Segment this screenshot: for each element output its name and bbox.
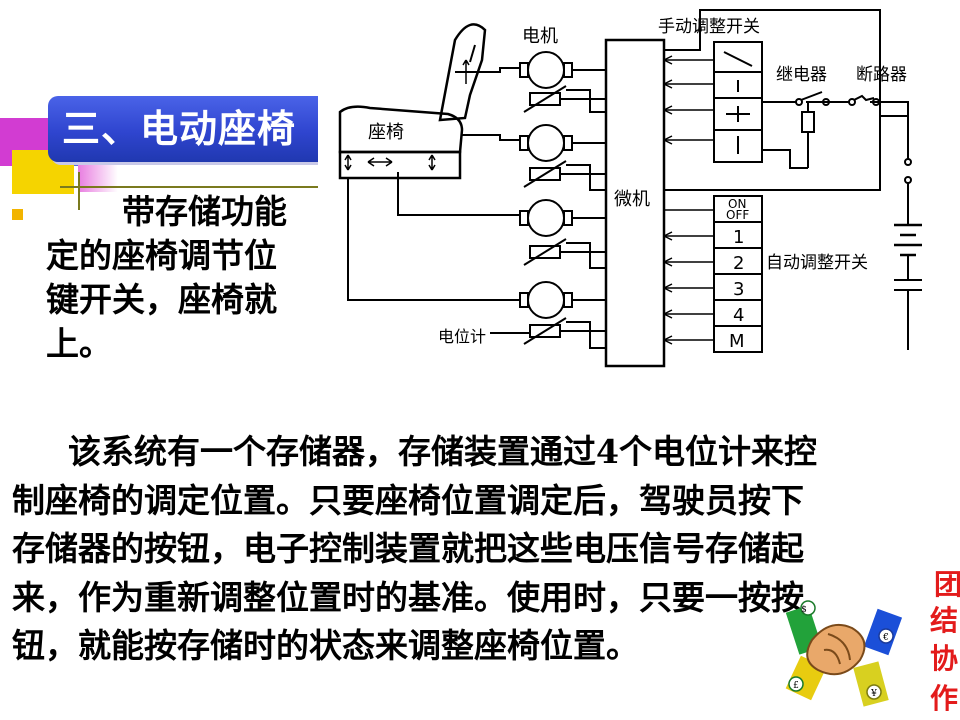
badge-dollar: $ <box>801 605 807 615</box>
deco-olive-hline <box>60 186 320 188</box>
auto-button-1: 1 <box>733 227 744 248</box>
hands-icon <box>785 600 903 707</box>
potentiometer-label: 电位计 <box>438 327 486 346</box>
intro-line: 键开关，座椅就 <box>46 280 277 319</box>
auto-button-on: ON <box>728 197 746 211</box>
intro-line: 上。 <box>46 324 112 363</box>
intro-line: 定的座椅调节位 <box>46 236 277 275</box>
body-line: 该系统有一个存储器，存储装置通过4个电位计来控 <box>68 432 817 471</box>
seat-label: 座椅 <box>368 122 404 143</box>
body-line: 钮，就能按存储时的状态来调整座椅位置。 <box>12 626 639 665</box>
potentiometer-icon <box>523 85 567 345</box>
badge-euro: € <box>882 633 889 643</box>
body-line: 存储器的按钮，电子控制装置就把这些电压信号存储起 <box>12 529 804 568</box>
logo-char: 作 <box>930 682 958 715</box>
auto-button-off: OFF <box>726 208 749 222</box>
deco-olive-vline <box>78 172 80 210</box>
slide-title: 三、电动座椅 <box>48 96 337 162</box>
intro-paragraph: 带存储功能 定的座椅调节位 键开关，座椅就 上。 <box>46 190 314 365</box>
auto-switch-label: 自动调整开关 <box>766 253 868 273</box>
breaker-label: 断路器 <box>856 65 907 85</box>
breaker-icon <box>853 94 875 102</box>
body-line: 来，作为重新调整位置时的基准。使用时，只要一按按 <box>12 577 804 617</box>
battery-icon <box>894 223 922 257</box>
logo-char: 团 <box>934 568 960 601</box>
badge-yen: ¥ <box>870 689 877 699</box>
manual-switch-label: 手动调整开关 <box>658 17 760 37</box>
microcomputer-label: 微机 <box>614 189 650 210</box>
auto-button-2: 2 <box>733 253 744 274</box>
logo-char: 协 <box>930 642 958 675</box>
auto-button-4: 4 <box>733 305 744 326</box>
body-line: 制座椅的调定位置。只要座椅位置调定后，驾驶员按下 <box>12 480 804 520</box>
seat-circuit-diagram: 座椅 电机 电位计 微机 手动调整开关 ON OFF 1 2 3 <box>318 0 960 372</box>
badge-pound: £ <box>793 681 799 691</box>
bullet-icon <box>12 209 23 220</box>
seat-icon <box>338 23 487 180</box>
microcomputer-block <box>604 38 666 368</box>
relay-label: 继电器 <box>776 65 827 85</box>
logo-char: 结 <box>930 604 958 637</box>
auto-button-3: 3 <box>733 279 744 300</box>
auto-button-m: M <box>729 331 745 352</box>
intro-line: 带存储功能 <box>122 192 287 231</box>
body-paragraph: 该系统有一个存储器，存储装置通过4个电位计来控 制座椅的调定位置。只要座椅位置调… <box>12 428 918 671</box>
motor-label: 电机 <box>522 26 558 47</box>
teamwork-logo: $ € £ ¥ 团 结 协 作 <box>785 568 960 715</box>
